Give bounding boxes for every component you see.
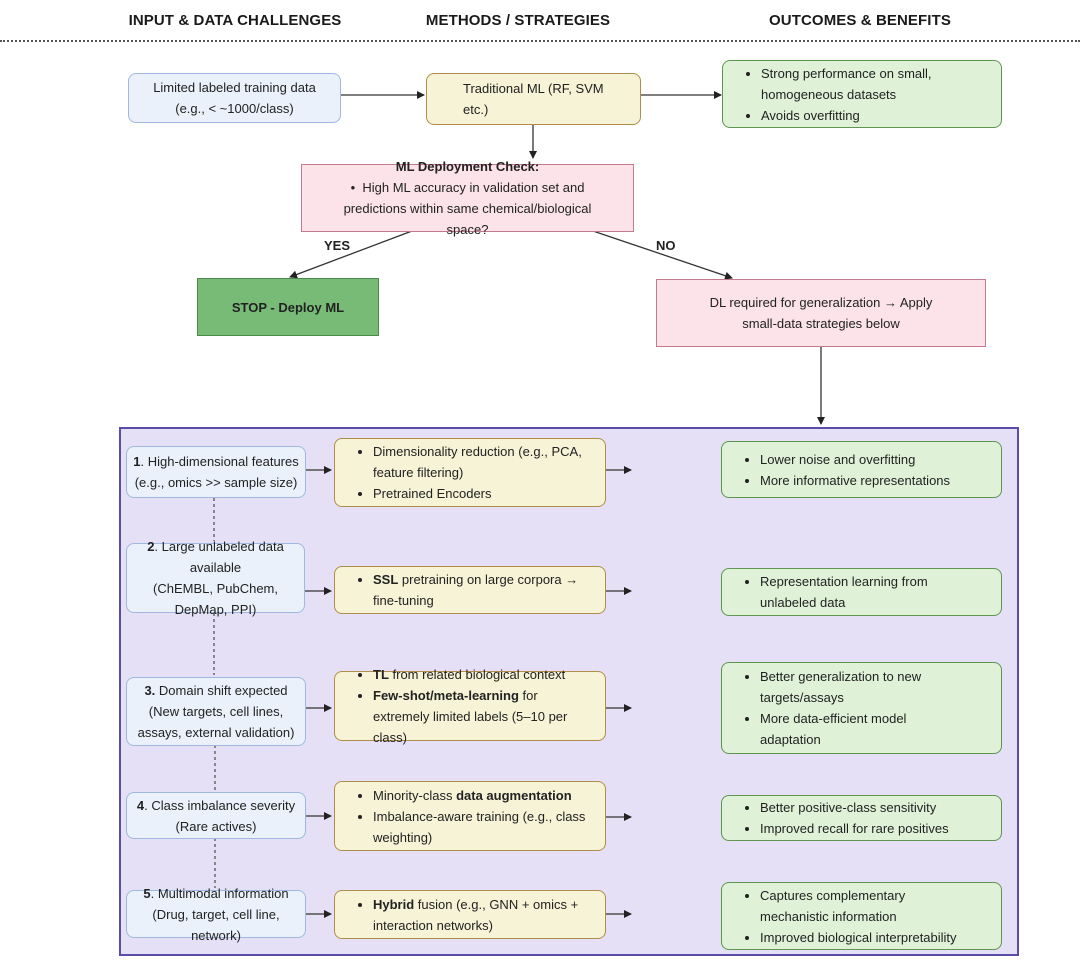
outcome-item: Improved biological interpretability xyxy=(760,927,971,948)
row-number: 3. xyxy=(144,683,156,698)
row1-method: Dimensionality reduction (e.g., PCA, fea… xyxy=(334,438,606,507)
outcome-item: Improved recall for rare positives xyxy=(760,818,1001,839)
outcome-item: More data-efficient model adaptation xyxy=(760,708,941,750)
row3-method: TL from related biological context Few-s… xyxy=(334,667,606,745)
row2-input: 2. Large unlabeled data available (ChEMB… xyxy=(126,539,305,617)
row4-method: Minority-class data augmentation Imbalan… xyxy=(334,781,606,851)
check-item: • High ML accuracy in validation set and… xyxy=(343,180,592,237)
yes-label: YES xyxy=(324,238,351,253)
method-item: Pretrained Encoders xyxy=(373,483,605,504)
row2-outcome: Representation learning from unlabeled d… xyxy=(721,568,1002,616)
row-input-title: . Large unlabeled data available xyxy=(154,539,284,575)
dl-required-box: DL required for generalization → Apply s… xyxy=(656,279,986,347)
method-item: SSL pretraining on large corpora → fine-… xyxy=(373,569,605,611)
column-header-outcomes: OUTCOMES & BENEFITS xyxy=(769,12,951,29)
input-limited-labeled-data: Limited labeled training data (e.g., < ~… xyxy=(128,73,341,123)
method-text: Traditional ML (RF, SVM etc.) xyxy=(463,81,604,117)
method-item: Hybrid fusion (e.g., GNN + omics + inter… xyxy=(373,894,585,936)
column-header-inputs: INPUT & DATA CHALLENGES xyxy=(128,12,342,29)
no-label: NO xyxy=(656,238,676,253)
method-item: Few-shot/meta-learning for extremely lim… xyxy=(373,685,597,748)
row1-input: 1. High-dimensional features (e.g., omic… xyxy=(126,446,306,498)
column-header-methods: METHODS / STRATEGIES xyxy=(425,12,611,29)
row5-outcome: Captures complementary mechanistic infor… xyxy=(721,882,1002,950)
outcome-item: Lower noise and overfitting xyxy=(760,449,1001,470)
method-item: TL from related biological context xyxy=(373,664,597,685)
row-number: 5 xyxy=(143,885,151,901)
method-item: Imbalance-aware training (e.g., class we… xyxy=(373,806,597,848)
row2-method: SSL pretraining on large corpora → fine-… xyxy=(334,566,606,614)
outcome-item: Better positive-class sensitivity xyxy=(760,797,1001,818)
row3-input: 3. Domain shift expected (New targets, c… xyxy=(126,677,306,746)
row-number: 4 xyxy=(136,797,145,813)
method-item: Dimensionality reduction (e.g., PCA, fea… xyxy=(373,441,605,483)
check-title: ML Deployment Check: xyxy=(395,159,540,174)
row-input-sub: (e.g., omics >> sample size) xyxy=(134,475,298,490)
outcome-item: Representation learning from unlabeled d… xyxy=(760,571,941,613)
outcome-item: More informative representations xyxy=(760,470,1001,491)
method-traditional-ml: Traditional ML (RF, SVM etc.) xyxy=(426,73,641,125)
row-input-title: . High-dimensional features xyxy=(140,454,299,469)
outcome-traditional-ml: Strong performance on small, homogeneous… xyxy=(722,60,1002,128)
row-input-sub: (New targets, cell lines, assays, extern… xyxy=(137,704,295,740)
row4-input: 4. Class imbalance severity (Rare active… xyxy=(126,792,306,839)
row3-outcome: Better generalization to new targets/ass… xyxy=(721,662,1002,754)
row-input-title: . Multimodal information xyxy=(150,885,289,901)
row-input-title: . Class imbalance severity xyxy=(144,797,296,813)
row-input-sub: (Rare actives) xyxy=(175,818,257,834)
row5-input: 5. Multimodal information (Drug, target,… xyxy=(126,886,306,943)
ml-deployment-check: ML Deployment Check: • High ML accuracy … xyxy=(301,159,634,237)
check-item-text: High ML accuracy in validation set and p… xyxy=(343,180,592,237)
row5-method: Hybrid fusion (e.g., GNN + omics + inter… xyxy=(334,890,606,939)
row-input-sub: (ChEMBL, PubChem, DepMap, PPI) xyxy=(153,581,278,617)
row-input-sub: (Drug, target, cell line, network) xyxy=(152,906,280,943)
outcome-item: Captures complementary mechanistic infor… xyxy=(760,885,971,927)
row4-outcome: Better positive-class sensitivity Improv… xyxy=(721,795,1002,841)
method-item: Minority-class data augmentation xyxy=(373,785,597,806)
row1-outcome: Lower noise and overfitting More informa… xyxy=(721,441,1002,498)
row-input-title: Domain shift expected xyxy=(155,683,288,698)
row-number: 1 xyxy=(133,454,141,469)
row-number: 2 xyxy=(147,539,155,554)
outcome-item: Better generalization to new targets/ass… xyxy=(760,666,941,708)
stop-text: STOP - Deploy ML xyxy=(231,299,345,315)
arrow-no xyxy=(592,230,733,280)
arrow-yes xyxy=(289,230,413,279)
outcome-item: Avoids overfitting xyxy=(761,105,1001,126)
dl-text: DL required for generalization → Apply s… xyxy=(709,295,933,331)
header-divider xyxy=(0,40,1080,42)
input-line1: Limited labeled training data xyxy=(153,80,316,95)
stop-deploy-ml: STOP - Deploy ML xyxy=(197,278,379,336)
input-line2: (e.g., < ~1000/class) xyxy=(175,101,294,116)
outcome-item: Strong performance on small, homogeneous… xyxy=(761,63,1001,105)
